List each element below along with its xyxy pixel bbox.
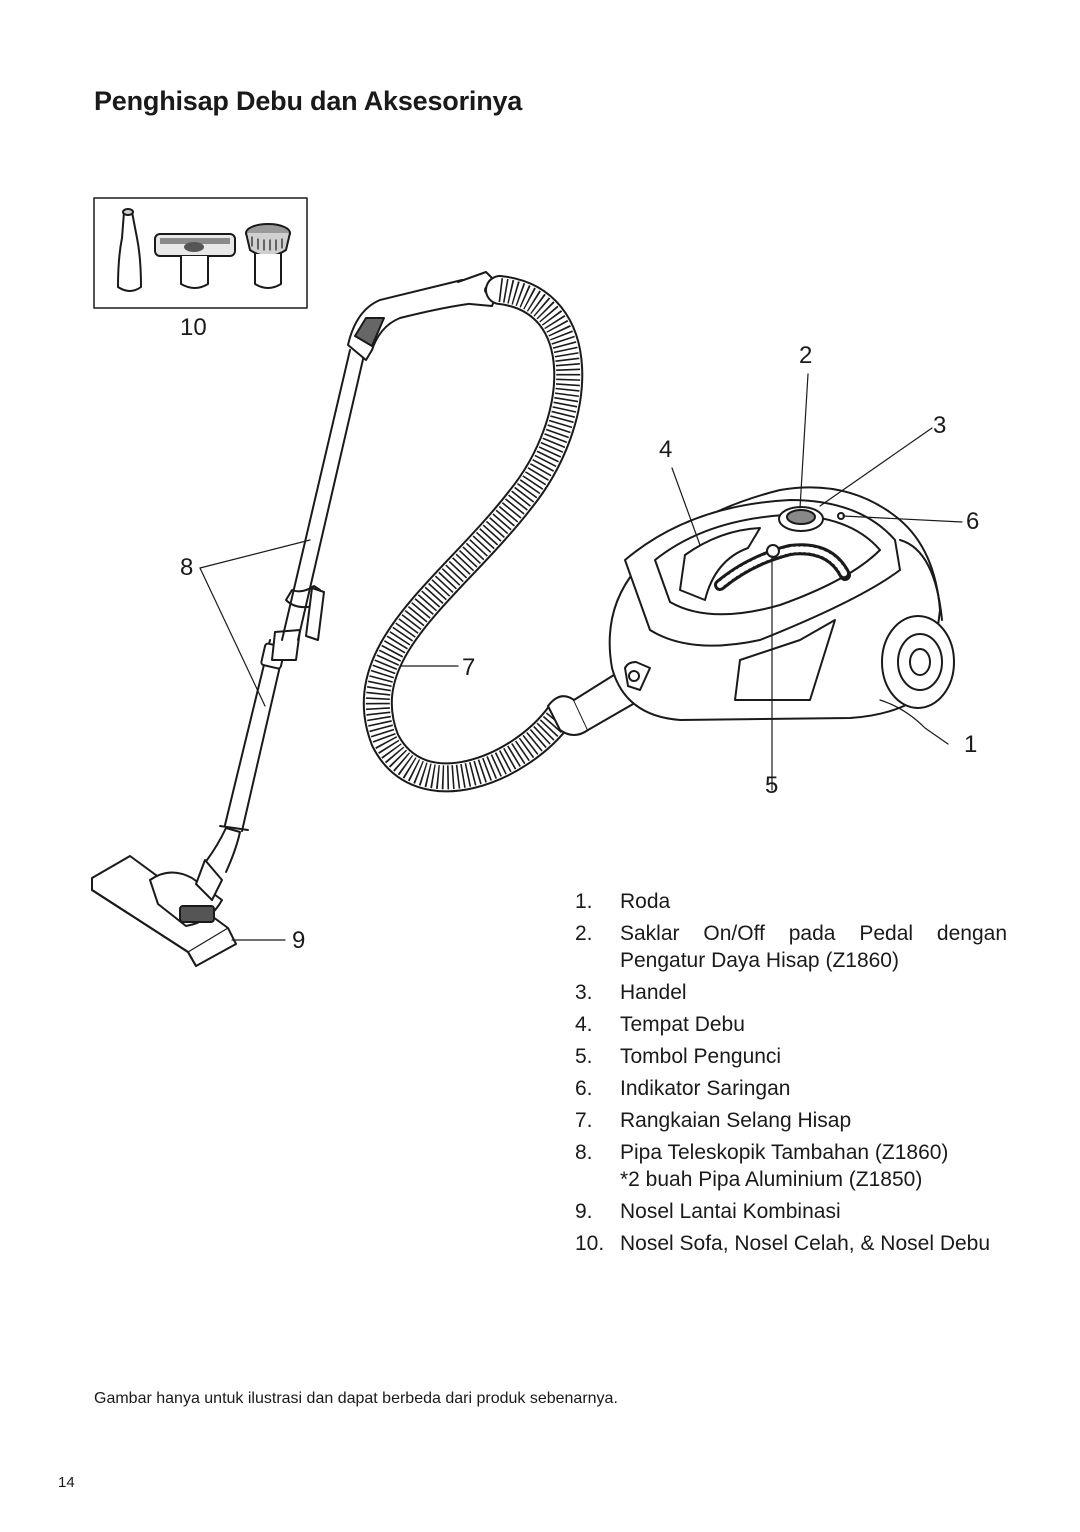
callout-7: 7 [462,654,476,681]
legend-text: Nosel Sofa, Nosel Celah, & Nosel Debu [620,1232,991,1255]
callout-6: 6 [966,508,980,535]
legend-text: Rangkaian Selang Hisap [620,1109,852,1132]
legend-text: Tombol Pengunci [620,1045,782,1068]
legend-text-group: Pipa Teleskopik Tambahan (Z1860) *2 buah… [620,1139,1007,1193]
legend-number: 9. [575,1200,593,1223]
legend-number: 8. [575,1141,593,1164]
legend-text: Indikator Saringan [620,1077,791,1100]
callout-5: 5 [765,772,779,799]
legend-item: 9. Nosel Lantai Kombinasi [575,1198,1007,1225]
legend-item: 3. Handel [575,979,1007,1006]
legend-text: Handel [620,981,687,1004]
callout-1: 1 [964,731,978,758]
legend-text: Nosel Lantai Kombinasi [620,1200,841,1223]
callout-9: 9 [292,927,306,954]
page-title: Penghisap Debu dan Aksesorinya [94,86,523,116]
parts-legend: 1. Roda 2. Saklar On/Off pada Pedal deng… [575,888,1007,1262]
legend-number: 4. [575,1013,593,1036]
legend-item: 8. Pipa Teleskopik Tambahan (Z1860) *2 b… [575,1139,1007,1193]
floor-nozzle [91,855,237,967]
callout-8: 8 [180,554,194,581]
vacuum-cleaner-illustration [91,197,963,967]
legend-text: Roda [620,890,671,913]
vacuum-body [608,486,955,721]
callout-3: 3 [933,412,947,439]
legend-item: 10. Nosel Sofa, Nosel Celah, & Nosel Deb… [575,1230,1007,1257]
legend-item: 7. Rangkaian Selang Hisap [575,1107,1007,1134]
legend-text: Pipa Teleskopik Tambahan (Z1860) [620,1141,949,1164]
legend-item: 4. Tempat Debu [575,1011,1007,1038]
legend-number: 3. [575,981,593,1004]
accessory-nozzles [93,197,308,309]
callout-4: 4 [659,436,673,463]
legend-subtext: *2 buah Pipa Aluminium (Z1850) [620,1168,923,1191]
legend-number: 6. [575,1077,593,1100]
legend-item: 2. Saklar On/Off pada Pedal dengan Penga… [575,920,1007,974]
legend-item: 1. Roda [575,888,1007,915]
legend-text: Tempat Debu [620,1013,745,1036]
flexible-hose [362,275,641,793]
page-number: 14 [58,1474,75,1491]
telescopic-tube [206,271,501,873]
legend-number: 10. [575,1232,605,1255]
legend-number: 7. [575,1109,593,1132]
legend-number: 5. [575,1045,593,1068]
callout-2: 2 [799,342,813,369]
leader-lines [199,373,963,941]
legend-number: 2. [575,922,593,945]
legend-item: 6. Indikator Saringan [575,1075,1007,1102]
legend-text: Saklar On/Off pada Pedal dengan Pengatur… [620,922,1007,972]
legend-item: 5. Tombol Pengunci [575,1043,1007,1070]
callout-10: 10 [180,314,207,341]
legend-number: 1. [575,890,593,913]
illustration-disclaimer: Gambar hanya untuk ilustrasi dan dapat b… [94,1390,618,1407]
